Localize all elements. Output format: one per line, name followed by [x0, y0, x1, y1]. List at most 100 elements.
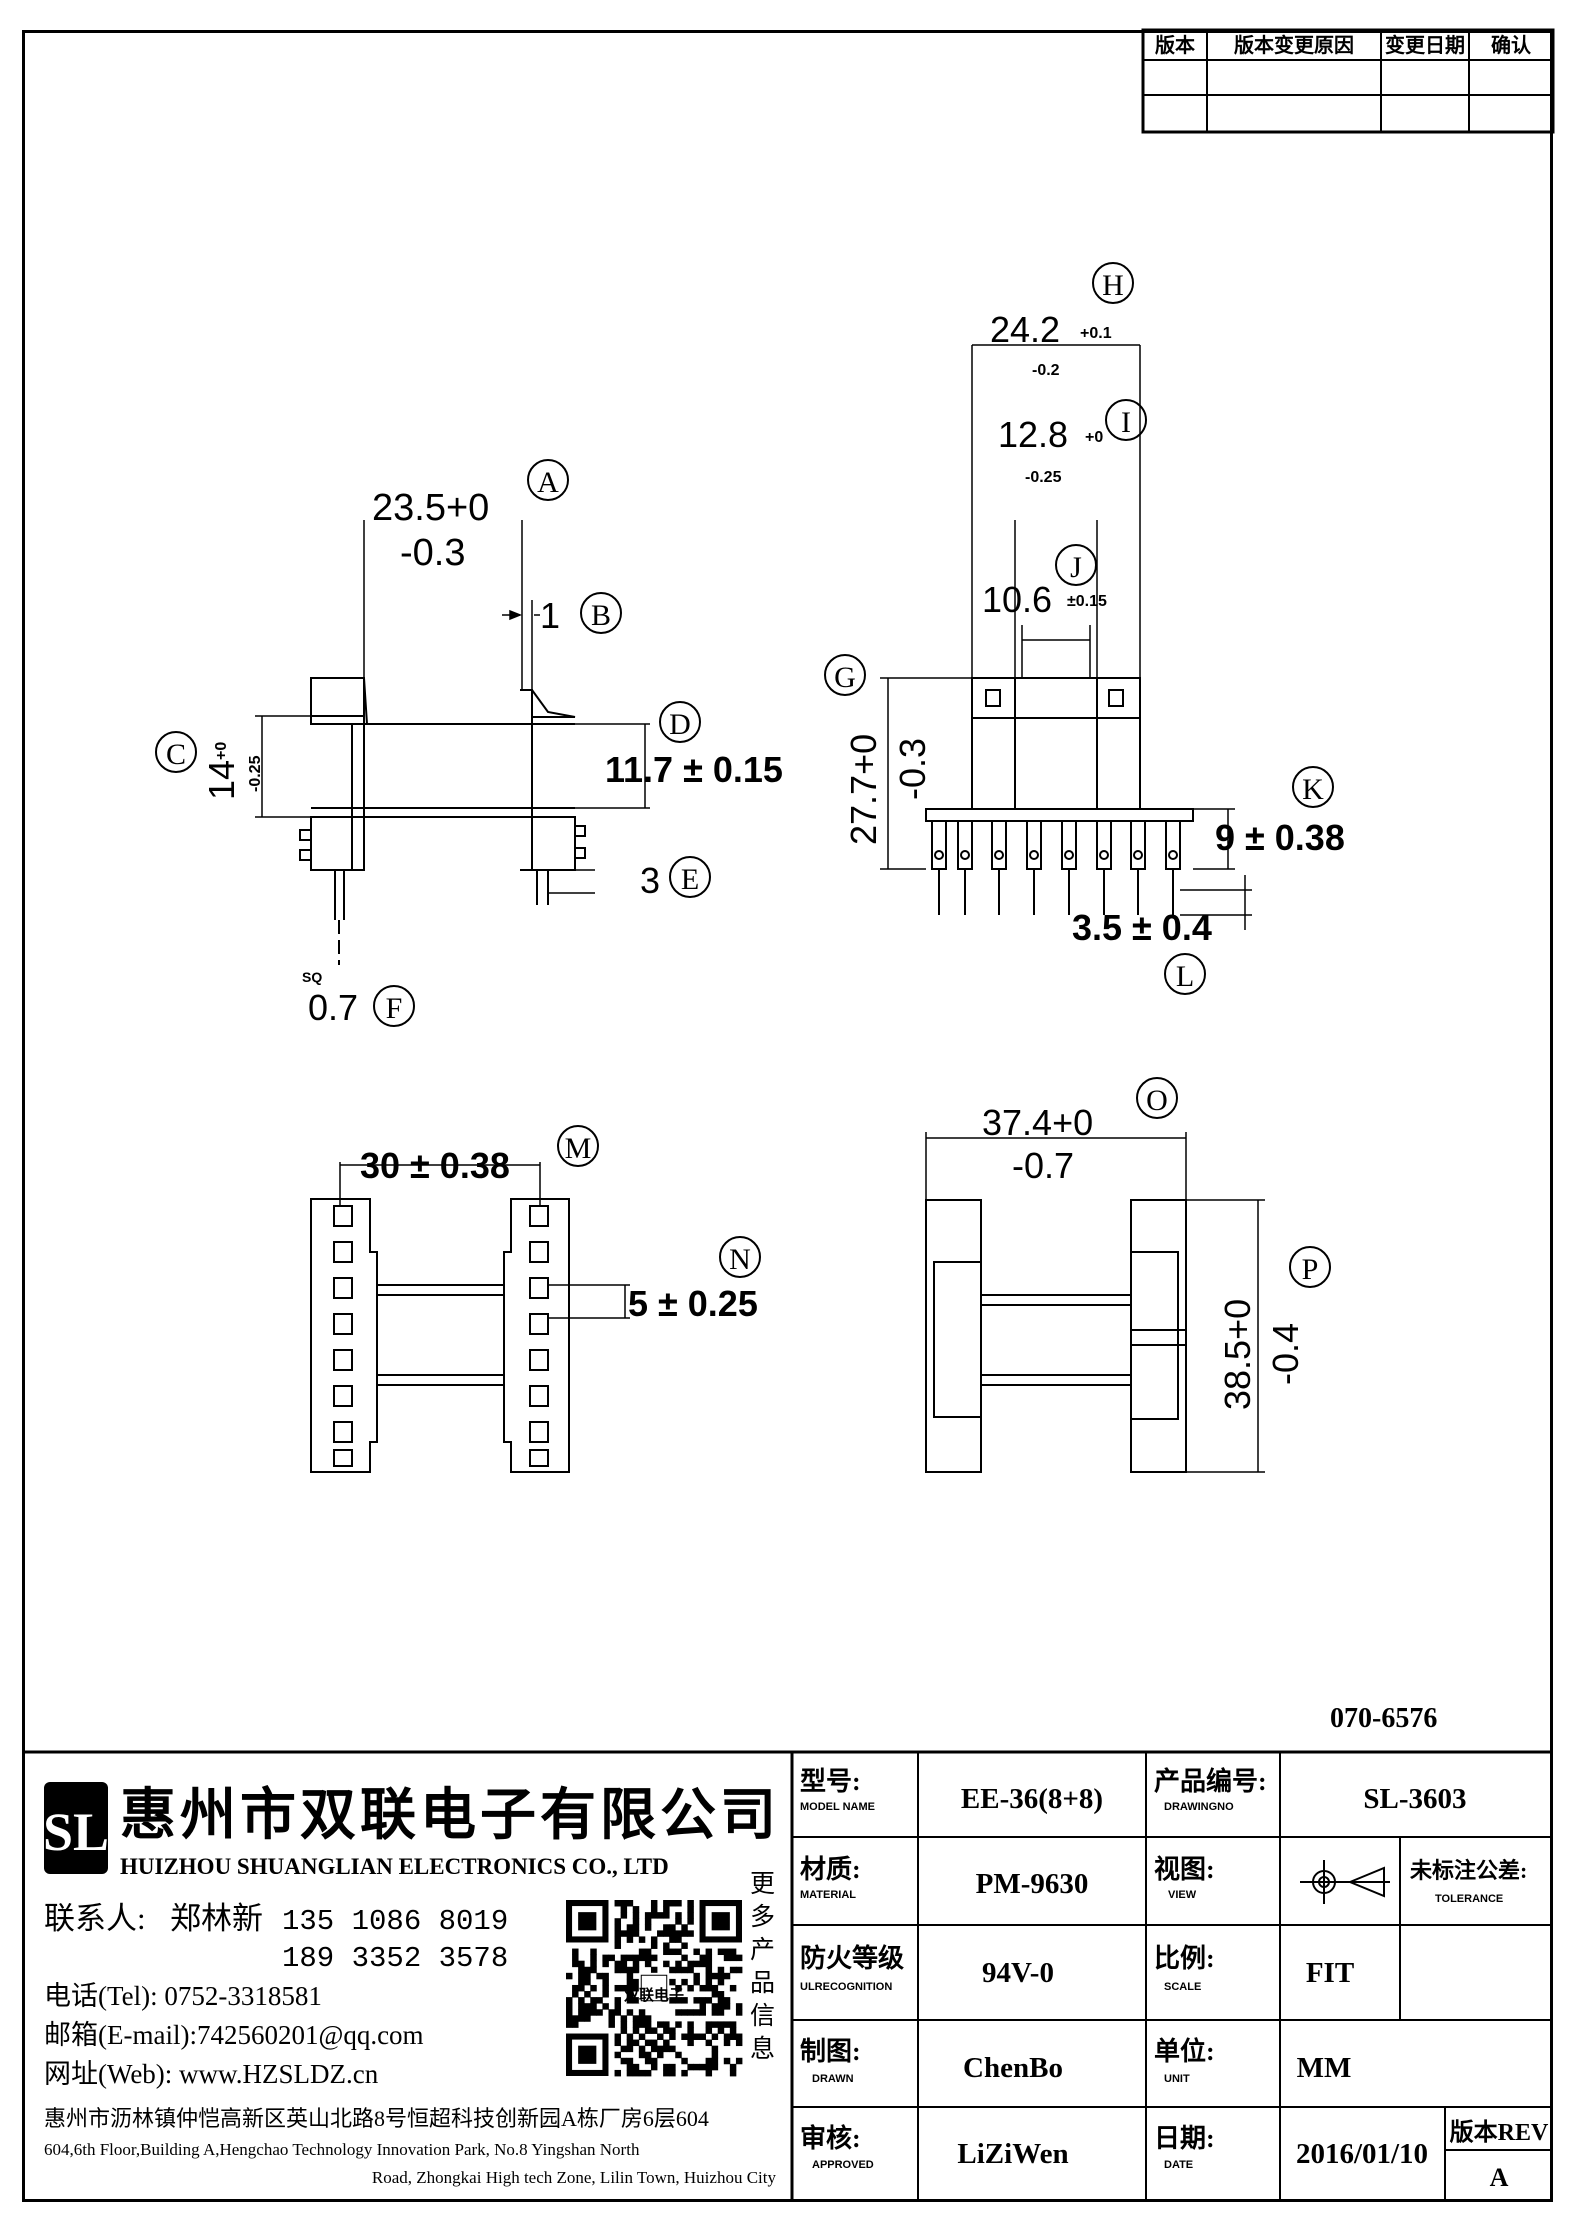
product-label: 产品编号: [1154, 1766, 1267, 1796]
product-value: SL-3603 [1363, 1783, 1466, 1815]
callout-e [669, 856, 711, 898]
callout-l [1164, 953, 1206, 995]
dim-j-tol: ±0.15 [1067, 593, 1107, 610]
callout-n-letter: N [729, 1243, 751, 1276]
rev-value: A [1490, 2163, 1509, 2192]
dim-p-tol: -0.4 [1265, 1323, 1306, 1385]
scale-label: 比例: [1154, 1944, 1215, 1973]
qr-badge: 双联电子 [624, 1986, 684, 2004]
projection-symbol [1300, 1860, 1390, 1904]
dim-h-tol-minus: -0.2 [1032, 362, 1060, 379]
contact-web: 网址(Web): www.HZSLDZ.cn [44, 2059, 379, 2089]
dim-g-value: 27.7+0 [843, 734, 884, 845]
fire-label-en: ULRECOGNITION [800, 1981, 892, 1993]
revision-table [1141, 28, 1555, 134]
drawn-label: 制图: [800, 2037, 861, 2066]
view-label: 视图: [1154, 1855, 1215, 1884]
contact-phone-1: 135 1086 8019 [282, 1905, 508, 1938]
scale-label-en: SCALE [1164, 1981, 1201, 1993]
callout-j [1055, 544, 1097, 586]
callout-m-letter: M [565, 1132, 592, 1165]
address-en-2: Road, Zhongkai High tech Zone, Lilin Tow… [372, 2168, 777, 2187]
rev-label: 版本REV [1450, 2119, 1549, 2146]
dim-h-value: 24.2 [990, 309, 1060, 350]
dim-i-tol-plus: +0 [1085, 429, 1103, 446]
callout-b [580, 592, 622, 634]
logo-letters: SL [43, 1802, 109, 1862]
unit-label-en: UNIT [1164, 2073, 1190, 2085]
callout-l-letter: L [1176, 960, 1194, 993]
dim-l-value: 3.5 ± 0.4 [1072, 907, 1212, 948]
dim-j-value: 10.6 [982, 579, 1052, 620]
dim-c-tol-plus: +0 [213, 742, 230, 760]
contact-name: 郑林新 [170, 1901, 263, 1936]
contact-email: 邮箱(E-mail):742560201@qq.com [44, 2020, 424, 2050]
approved-value: LiZiWen [957, 2138, 1068, 2170]
dim-i-tol-minus: -0.25 [1025, 469, 1062, 486]
callout-f-letter: F [386, 992, 403, 1025]
callout-p [1289, 1246, 1331, 1288]
dim-i-value: 12.8 [998, 414, 1068, 455]
fire-label: 防火等级 [800, 1943, 904, 1973]
dim-f-prefix: SQ [302, 969, 322, 985]
dim-g-tol: -0.3 [892, 738, 933, 800]
front-view-pins [931, 820, 1181, 915]
address-cn: 惠州市沥林镇仲恺高新区英山北路8号恒超科技创新园A栋厂房6层604 [44, 2106, 709, 2131]
callout-p-letter: P [1302, 1253, 1319, 1286]
front-view [925, 677, 1194, 915]
callout-c [155, 731, 197, 773]
company-name-en: HUIZHOU SHUANGLIAN ELECTRONICS CO., LTD [120, 1854, 669, 1879]
callout-a-letter: A [537, 466, 559, 499]
approved-label: 审核: [800, 2123, 861, 2153]
sheet-border [22, 30, 1553, 2202]
date-label: 日期: [1154, 2124, 1215, 2153]
material-value: PM-9630 [976, 1868, 1089, 1900]
callout-i-letter: I [1121, 406, 1131, 439]
top-view [925, 1199, 1187, 1473]
product-label-en: DRAWINGNO [1164, 1801, 1234, 1813]
bottom-view-dim-lines [339, 1162, 630, 1319]
model-label-en: MODEL NAME [800, 1801, 875, 1813]
drawn-value: ChenBo [963, 2052, 1063, 2084]
scale-value: FIT [1306, 1957, 1354, 1989]
callout-m [557, 1125, 599, 1167]
bottom-view-pads [333, 1205, 549, 1467]
material-label-en: MATERIAL [800, 1889, 856, 1901]
dim-k-value: 9 ± 0.38 [1215, 817, 1345, 858]
model-value: EE-36(8+8) [961, 1783, 1103, 1815]
dim-p-value: 38.5+0 [1217, 1299, 1258, 1410]
dim-f-value: 0.7 [308, 987, 358, 1028]
contact-tel: 电话(Tel): 0752-3318581 [44, 1981, 322, 2011]
unit-value: MM [1297, 2052, 1352, 2084]
date-label-en: DATE [1164, 2159, 1193, 2171]
dim-e-value: 3 [640, 860, 660, 901]
view-label-en: VIEW [1168, 1889, 1197, 1901]
dim-d-value: 11.7 ± 0.15 [605, 749, 783, 790]
callout-g-letter: G [834, 661, 856, 694]
callout-o [1136, 1077, 1178, 1119]
rev-header-version: 版本 [1155, 33, 1195, 57]
callout-d [659, 701, 701, 743]
callout-h [1092, 262, 1134, 304]
callout-f [373, 985, 415, 1027]
callout-n [719, 1236, 761, 1278]
dim-o-tol: -0.7 [1012, 1145, 1074, 1186]
callout-g [824, 654, 866, 696]
callout-c-letter: C [166, 738, 186, 771]
fire-value: 94V-0 [982, 1957, 1054, 1989]
tolerance-label: 未标注公差: [1410, 1858, 1527, 1883]
date-value: 2016/01/10 [1296, 2138, 1428, 2170]
company-logo: SL [43, 1782, 109, 1874]
side-view [299, 677, 586, 965]
drawing-number: 070-6576 [1330, 1703, 1437, 1734]
callout-j-letter: J [1070, 551, 1082, 584]
contact-label: 联系人: [44, 1901, 146, 1936]
callout-e-letter: E [681, 863, 699, 896]
material-label: 材质: [800, 1855, 861, 1884]
approved-label-en: APPROVED [812, 2159, 874, 2171]
tolerance-label-en: TOLERANCE [1435, 1893, 1503, 1905]
dim-n-value: 5 ± 0.25 [628, 1283, 758, 1324]
rev-header-confirm: 确认 [1491, 33, 1532, 57]
